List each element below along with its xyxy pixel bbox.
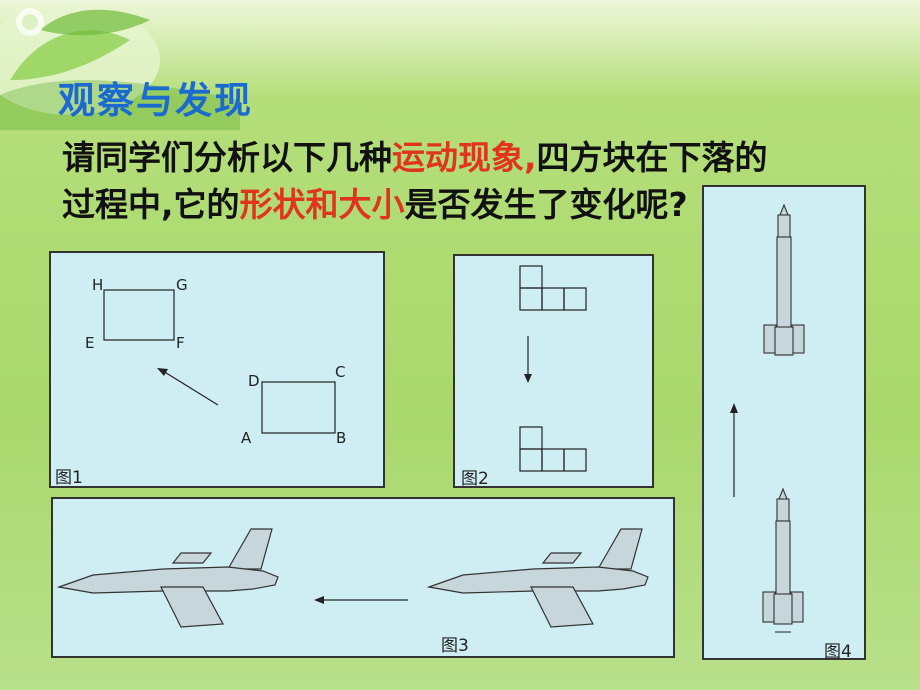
- q2-highlight: 形状和大小: [239, 185, 405, 224]
- figure-4-label: 图4: [824, 642, 852, 662]
- point-C: C: [335, 363, 345, 381]
- q1-c: 四方块在下落的: [536, 138, 768, 177]
- figure-3-label: 图3: [441, 636, 469, 656]
- figure-1-panel: H G E F D C A B 图1: [49, 251, 385, 488]
- figure-2-diagram: [519, 265, 587, 472]
- rocket-top: [763, 203, 805, 356]
- leaf-decoration: [0, 5, 240, 130]
- airplane-left: [56, 528, 279, 628]
- q1-highlight: 运动现象,: [392, 138, 537, 177]
- point-G: G: [176, 276, 188, 294]
- figure-4-diagram: [730, 203, 805, 633]
- q1-a: 请同学们分析以下几种: [62, 138, 392, 177]
- point-A: A: [241, 429, 252, 447]
- rocket-bottom: [762, 487, 804, 633]
- figure-4-panel: 图4: [702, 185, 866, 662]
- slide-title: 观察与发现: [58, 79, 253, 122]
- q2-a: 过程中,它的: [62, 185, 240, 224]
- figure-1-diagram: H G E F D C A B: [85, 276, 346, 447]
- point-B: B: [336, 429, 346, 447]
- point-D: D: [248, 372, 260, 390]
- figure-2-label: 图2: [461, 469, 489, 489]
- figure-1-label: 图1: [55, 468, 83, 488]
- figure-3-diagram: [56, 528, 649, 628]
- figure-2-panel: 图2: [453, 254, 654, 489]
- point-F: F: [176, 334, 185, 352]
- question-line-1: 请同学们分析以下几种运动现象,四方块在下落的: [62, 134, 862, 181]
- question-line-2: 过程中,它的形状和大小是否发生了变化呢?: [62, 181, 862, 228]
- figure-3-panel: 图3: [51, 497, 675, 658]
- point-H: H: [92, 276, 103, 294]
- airplane-right: [426, 528, 649, 628]
- question-text: 请同学们分析以下几种运动现象,四方块在下落的 过程中,它的形状和大小是否发生了变…: [62, 134, 862, 228]
- point-E: E: [85, 334, 94, 352]
- q2-c: 是否发生了变化呢?: [404, 185, 688, 224]
